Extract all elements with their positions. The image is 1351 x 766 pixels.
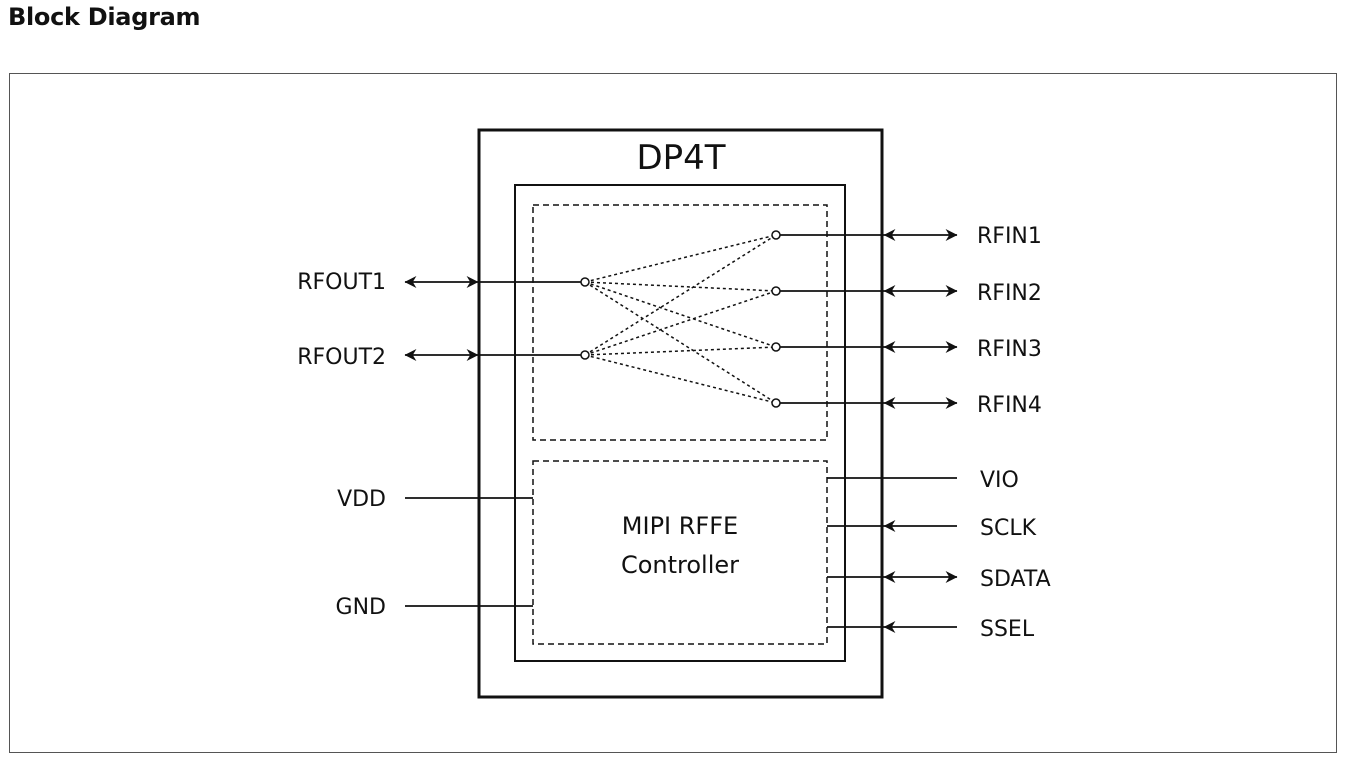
controller-label-line2: Controller [621, 551, 739, 579]
rfout1-node [580, 277, 590, 287]
switch-matrix-box [532, 204, 828, 441]
pin-label-rfout1: RFOUT1 [297, 270, 386, 295]
rfout2-node [580, 350, 590, 360]
diagram-frame [9, 73, 1337, 753]
pin-label-rfin2: RFIN2 [977, 281, 1042, 306]
rfin1-node [771, 230, 781, 240]
pin-label-rfin3: RFIN3 [977, 337, 1042, 362]
pin-label-vdd: VDD [337, 487, 386, 512]
switch-nodes [580, 230, 781, 408]
chip-package-box [477, 128, 884, 699]
pin-label-rfout2: RFOUT2 [297, 345, 386, 370]
rfin4-node [771, 398, 781, 408]
rfin3-node [771, 342, 781, 352]
controller-box [532, 460, 828, 645]
pin-label-rfin1: RFIN1 [977, 224, 1042, 249]
page-title: Block Diagram [8, 3, 201, 31]
controller-label-line1: MIPI RFFE [622, 512, 738, 540]
switch-paths [584, 234, 777, 404]
rfin2-node [771, 286, 781, 296]
pin-label-vio: VIO [980, 468, 1019, 493]
pin-label-sdata: SDATA [980, 567, 1051, 592]
pin-label-sclk: SCLK [980, 516, 1037, 541]
pin-label-ssel: SSEL [980, 617, 1035, 642]
inner-die-box [514, 184, 846, 662]
pin-label-gnd: GND [336, 595, 386, 620]
pin-label-rfin4: RFIN4 [977, 393, 1042, 418]
chip-name-label: DP4T [636, 138, 725, 178]
